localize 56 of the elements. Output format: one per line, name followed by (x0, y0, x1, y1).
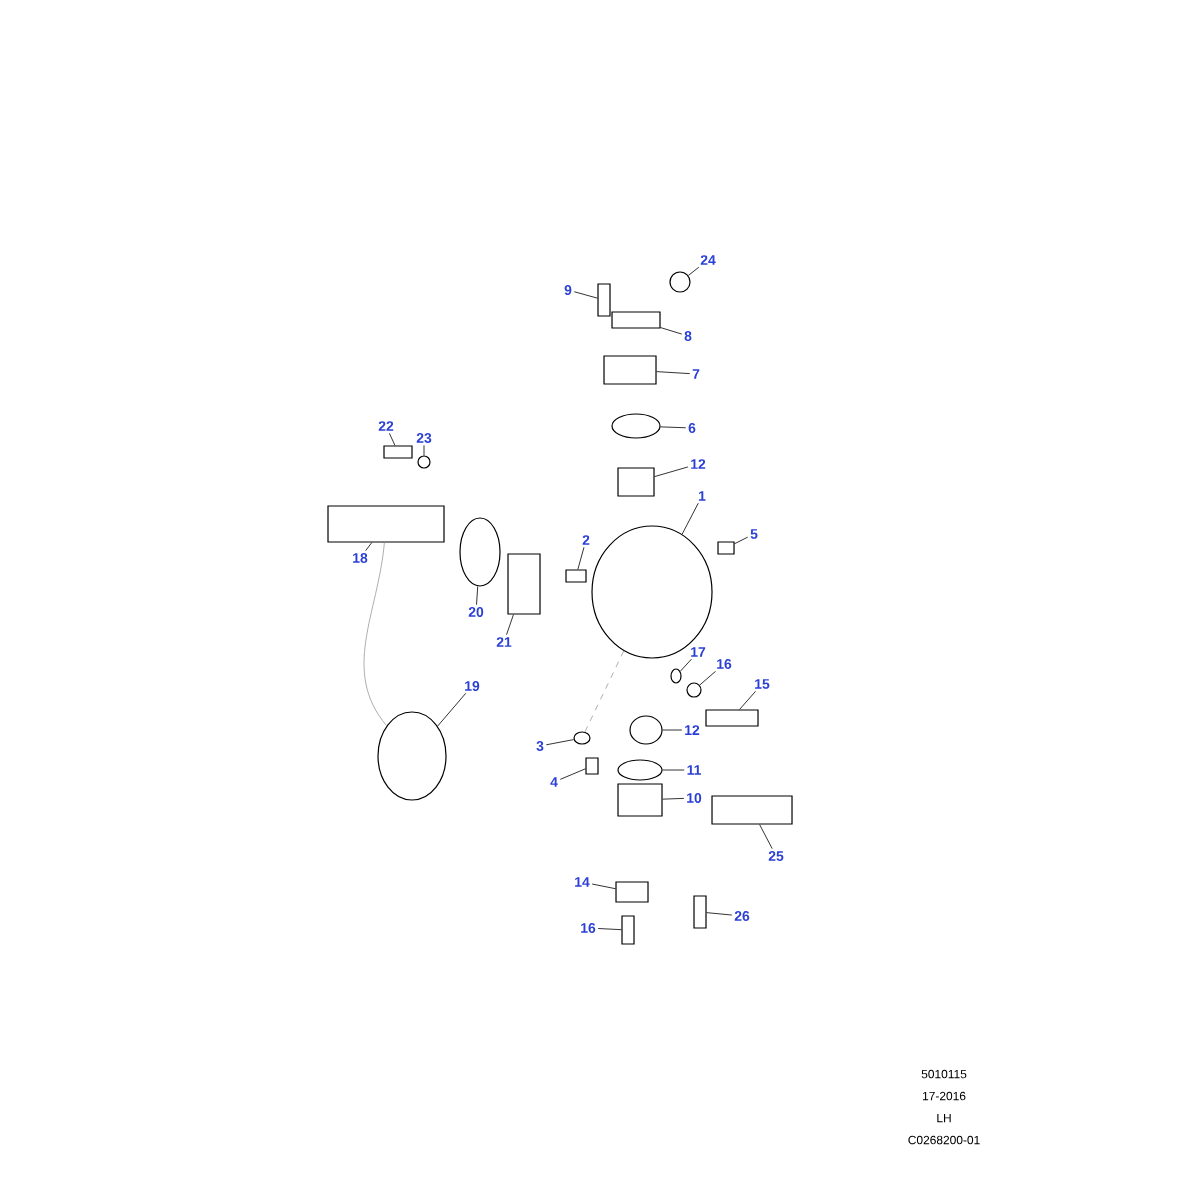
part-drawing (459, 517, 501, 587)
leader-line (662, 798, 685, 800)
part-drawing (670, 668, 682, 684)
part-drawing (693, 895, 707, 929)
leader-line (437, 692, 467, 727)
leader-line (654, 466, 689, 477)
part-drawing (617, 759, 663, 781)
part-drawing (686, 682, 702, 698)
leader-line (559, 768, 586, 780)
leader-line (660, 327, 683, 335)
leader-line (706, 912, 733, 916)
leader-line (591, 883, 616, 890)
leader-line (662, 769, 685, 771)
part-drawing (507, 553, 541, 615)
part-drawing (591, 525, 713, 659)
part-drawing (383, 445, 413, 459)
leader-line (687, 266, 700, 276)
leader-line (577, 546, 585, 570)
leader-line (680, 658, 692, 672)
leader-line (476, 586, 479, 606)
part-drawing (617, 783, 663, 817)
leader-line (573, 291, 598, 299)
part-drawing (611, 413, 661, 439)
leader-line (365, 542, 373, 552)
leader-line (739, 690, 756, 710)
part-drawing (717, 541, 735, 555)
leader-line (699, 670, 716, 686)
leader-line (656, 371, 691, 374)
leader-line (734, 536, 749, 545)
part-drawing (611, 311, 661, 329)
leader-line (506, 614, 514, 636)
leader-line (681, 502, 699, 535)
phantom-line (363, 542, 387, 727)
part-drawing (615, 881, 649, 903)
phantom-line (584, 650, 625, 733)
part-drawing (629, 715, 663, 745)
leader-line (545, 739, 575, 746)
part-drawing (617, 467, 655, 497)
leader-line (662, 729, 683, 731)
part-drawing (669, 271, 691, 293)
part-drawing (705, 709, 759, 727)
part-drawing (377, 711, 447, 801)
leader-line (759, 824, 773, 850)
leader-line (423, 444, 425, 456)
part-drawing (327, 505, 445, 543)
part-drawing (573, 731, 591, 745)
leader-line (597, 928, 622, 931)
part-drawing (597, 283, 611, 317)
part-drawing (711, 795, 793, 825)
part-drawing (417, 455, 431, 469)
leader-line (388, 432, 396, 446)
part-drawing (585, 757, 599, 775)
part-drawing (621, 915, 635, 945)
part-drawing (565, 569, 587, 583)
leader-line (660, 426, 687, 429)
part-drawing (603, 355, 657, 385)
